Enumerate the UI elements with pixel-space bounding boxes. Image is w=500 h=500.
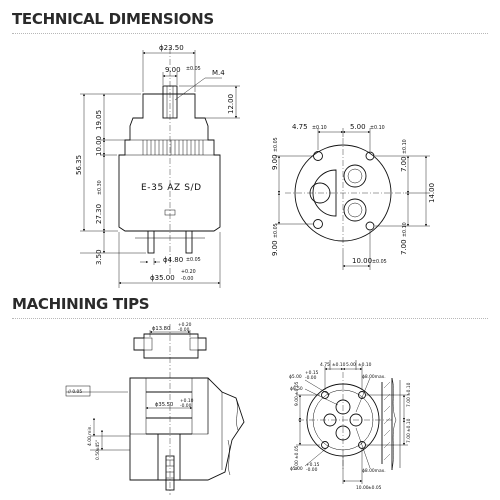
bv-left-upper-tol: ±0.05 [273,137,279,152]
bottom-view-dimensions [275,128,430,270]
bv-left-lower: 9.00 [271,240,279,256]
mb-hole-a-tol-up: +0.15 [305,370,319,376]
bv-top-left: 4.75 [292,123,308,131]
mb-left-upper: 9.00 [294,396,300,406]
machining-tips-title: MACHINING TIPS [12,295,150,313]
ms-top-diameter: ϕ13.80 [152,326,170,332]
mb-hole-a: ϕ5.00 [289,374,302,380]
mb-left-lower: 9.00 [294,460,300,470]
mb-max-b: ϕ8.00max. [362,468,386,474]
ms-body-diameter-tol-up: +0.10 [180,398,194,404]
mb-top-left: 4.75 [320,362,330,368]
section-divider [12,318,488,319]
bv-bottom: 10.00 [352,257,372,265]
dim-pin-diameter-tol: ±0.05 [186,257,201,263]
dim-stem-width-tol: ±0.05 [186,66,201,72]
bv-top-right: 5.00 [350,123,366,131]
mb-left-lower-tol: ±0.05 [294,445,300,459]
ms-body-diameter-tol-lo: -0.00 [180,403,192,409]
mb-bottom-tol: ±0.05 [368,485,382,491]
machining-side-dimensions [65,330,193,451]
inlet-port [343,164,367,188]
technical-dimensions-title: TECHNICAL DIMENSIONS [12,10,214,28]
dim-27-30-tol: ±0.30 [97,180,103,195]
cartridge-side-view [118,48,221,275]
machining-side-section [129,324,245,495]
bv-left-lower-tol: ±0.05 [273,223,279,238]
mb-hole-c-tol-lo: -0.00 [306,467,318,473]
mb-top-right: 5.00 [346,362,356,368]
dim-body-diameter: ϕ35.00 [150,274,175,282]
pin-hole [358,391,366,399]
machining-bottom-dimensions [296,366,408,484]
center-port [312,169,337,217]
knurl-pattern [142,140,204,155]
mb-max-a: ϕ8.00max. [362,374,386,380]
mb-right-lower: 7.00 [406,433,412,443]
cartridge-outline [118,93,221,232]
ms-top-diameter-tol-lo: -0.00 [178,327,190,333]
mb-left-upper-tol: ±0.05 [294,381,300,395]
mb-right-upper: 7.00 [406,397,412,407]
dim-thread: M.4 [212,69,225,77]
bv-right-upper-tol: ±0.10 [402,139,408,154]
bv-top-left-tol: ±0.10 [312,125,327,131]
dim-body-diameter-tol-up: +0.20 [181,269,196,275]
dim-body-diameter-tol-lo: -0.00 [181,276,193,282]
mb-hole-b: ϕ9.50 [290,386,303,392]
cartridge-bottom-view [285,138,405,250]
section-divider [12,33,488,34]
bv-right-total: 14.00 [428,183,436,203]
pin-right [185,230,193,254]
pin-hole [365,221,375,231]
pin-hole [313,219,323,229]
bv-bottom-tol: ±0.05 [372,259,387,265]
dim-10-00: 10.00 [95,136,103,156]
pin-hole [321,441,329,449]
mb-top-left-tol: ±0.10 [332,362,346,368]
cartridge-marking: E-35 AZ S/D [141,183,202,193]
mb-right-lower-tol: ±0.10 [406,418,412,432]
ms-flatness: // 0.05 [68,389,82,395]
dim-19-05: 19.05 [95,110,103,130]
bv-left-upper: 9.00 [271,154,279,170]
pin-hole [313,151,323,161]
dim-27-30: 27.30 [95,204,103,224]
flatness-frame [65,385,91,397]
dim-3-50: 3.50 [95,249,103,265]
mb-hole-c-tol-up: +0.15 [306,462,320,468]
stem [162,85,178,119]
mb-bottom: 10.00 [356,485,369,491]
dim-stem-width: 9.00 [165,66,181,74]
pin-left [147,230,155,254]
mb-right-upper-tol: ±0.10 [406,382,412,396]
pin-hole [365,151,375,161]
label-window [164,209,176,216]
bv-top-right-tol: ±0.10 [370,125,385,131]
ms-depth-b: 0.50x45° [95,440,101,460]
dim-pin-diameter: ϕ4.80 [163,256,183,264]
mb-top-right-tol: ±0.10 [358,362,372,368]
bv-right-lower: 7.00 [400,239,408,255]
dim-top-diameter: ϕ23.50 [159,44,184,52]
ms-depth-a: 4.00 min. [87,425,93,446]
ms-top-diameter-tol-up: +0.20 [178,322,192,328]
side-view-dimensions [80,50,240,288]
dim-stem-height: 12.00 [227,94,235,114]
pin-hole [358,441,366,449]
dim-56-35: 56.35 [75,155,83,175]
mb-hole-a-tol-lo: -0.00 [305,375,317,381]
mb-hole-c: ϕ5.00 [290,466,303,472]
bv-right-upper: 7.00 [400,156,408,172]
bv-right-lower-tol: ±0.10 [402,222,408,237]
ms-body-diameter: ϕ35.50 [155,402,173,408]
inlet-port [343,198,367,222]
machining-bottom-view [298,360,401,471]
